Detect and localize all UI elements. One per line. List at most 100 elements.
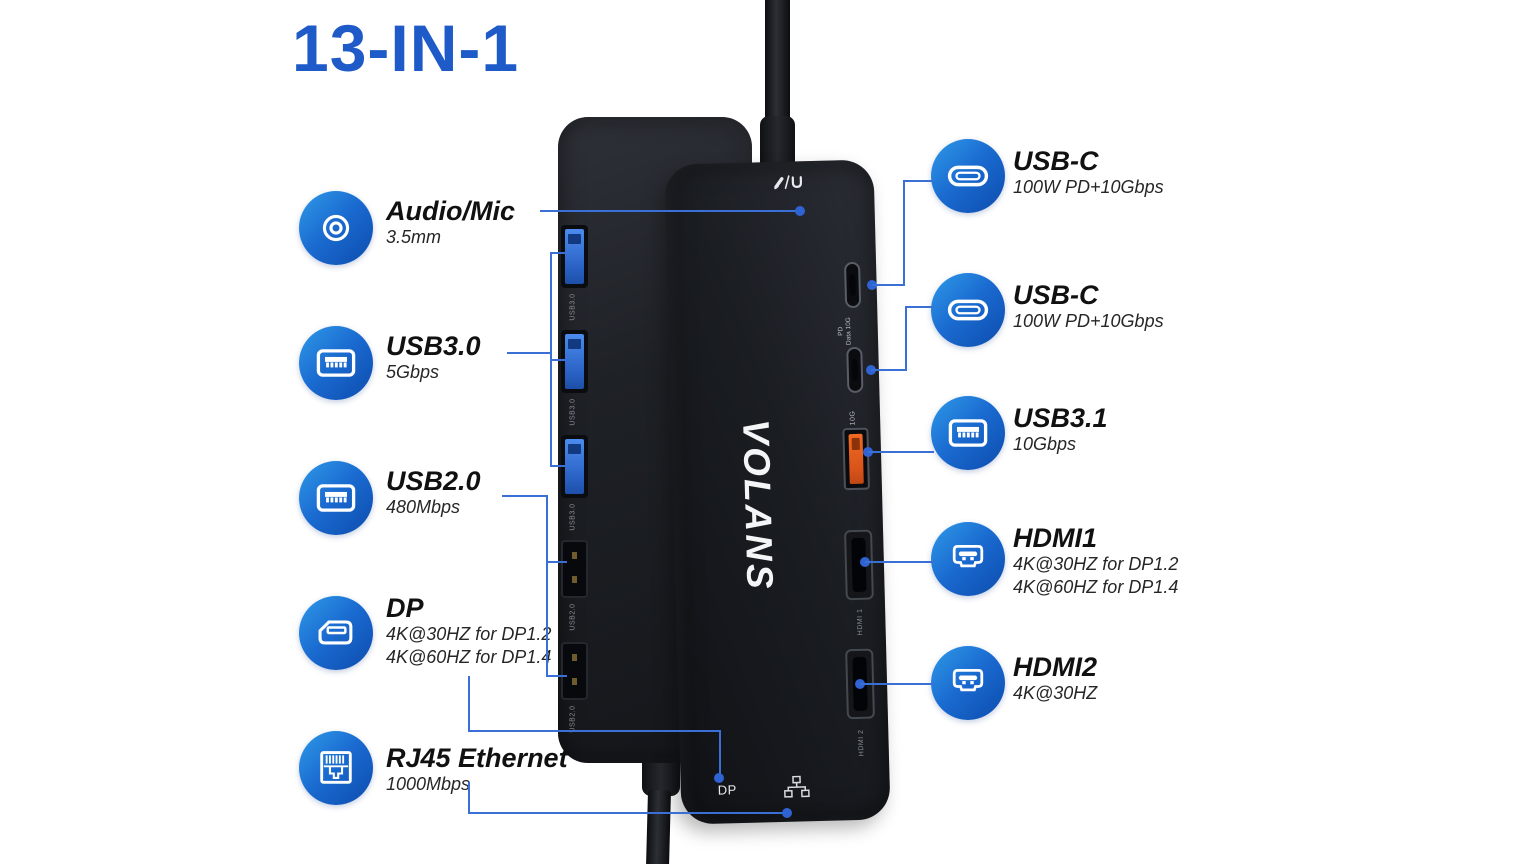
- audio-jack-icon: [322, 214, 350, 242]
- feature-title: USB2.0: [386, 466, 481, 496]
- callout-line-usbc1: [903, 180, 905, 286]
- usb2-port-pin: [572, 576, 577, 583]
- callout-line-hdmi1: [865, 561, 934, 563]
- feature-circle-usb3: [299, 326, 373, 400]
- usb-c-icon: [947, 165, 989, 187]
- usb-a-icon: [316, 349, 356, 377]
- callout-line-usb3: [550, 465, 566, 467]
- callout-line-usbc1: [872, 284, 905, 286]
- callout-line-usb3: [550, 252, 566, 254]
- usbc-port-1: [844, 261, 862, 309]
- feature-title: USB-C: [1013, 146, 1099, 176]
- usb3-port-slot: [568, 339, 581, 349]
- feature-circle-hdmi2: [931, 646, 1005, 720]
- usb2-port-1: [561, 540, 588, 598]
- feature-subtitle: 4K@30HZ: [1013, 683, 1098, 703]
- feature-usb2: USB2.0 480Mbps: [386, 466, 481, 519]
- feature-subtitle: 4K@30HZ for DP1.2: [386, 624, 552, 644]
- feature-subtitle2: 4K@60HZ for DP1.4: [1013, 577, 1179, 597]
- displayport-icon: [318, 620, 353, 645]
- usb2-port-2: [561, 642, 588, 700]
- callout-line-usb2: [546, 495, 548, 677]
- usb2-port-pin: [572, 654, 577, 661]
- callout-line-usbc2: [871, 369, 907, 371]
- feature-circle-audio: [299, 191, 373, 265]
- feature-subtitle: 5Gbps: [386, 362, 440, 382]
- dp-port-label: DP: [717, 782, 738, 798]
- usb-a-icon: [316, 484, 356, 512]
- callout-line-usb2: [546, 561, 567, 563]
- hdmi1-port: [844, 529, 874, 601]
- ethernet-icon: [784, 775, 810, 798]
- callout-line-dp: [468, 676, 470, 732]
- usb31-port: [842, 427, 870, 491]
- feature-circle-usb2: [299, 461, 373, 535]
- callout-dot-audio: [795, 206, 805, 216]
- feature-circle-dp: [299, 596, 373, 670]
- hdmi2-port-label: HDMI 2: [857, 729, 866, 757]
- feature-usb31: USB3.1 10Gbps: [1013, 403, 1108, 456]
- feature-circle-usb31: [931, 396, 1005, 470]
- feature-circle-rj45: [299, 731, 373, 805]
- feature-audio: Audio/Mic 3.5mm: [386, 196, 515, 249]
- feature-subtitle: 1000Mbps: [386, 774, 471, 794]
- callout-line-usb2: [502, 495, 548, 497]
- callout-line-usb31: [868, 451, 934, 453]
- hub-device-front: VOLANS PD Data 10G 10G HDMI 1 HDMI 2 DP: [664, 159, 891, 825]
- callout-line-hdmi2: [860, 683, 934, 685]
- usbc-port-inner: [849, 273, 856, 297]
- hdmi-icon: [952, 544, 984, 568]
- feature-circle-usbc1: [931, 139, 1005, 213]
- callout-line-usbc2: [905, 306, 907, 371]
- feature-title: HDMI2: [1013, 652, 1098, 682]
- feature-title: Audio/Mic: [386, 196, 515, 226]
- usb3-port-label: USB3.0: [569, 398, 577, 426]
- feature-subtitle: 10Gbps: [1013, 434, 1077, 454]
- feature-usbc2: USB-C 100W PD+10Gbps: [1013, 280, 1164, 333]
- pd-data-label: PD Data 10G: [837, 317, 853, 345]
- usbc-port-inner: [851, 358, 859, 382]
- feature-subtitle2: 4K@60HZ for DP1.4: [386, 647, 552, 667]
- host-cable-top: [765, 0, 790, 124]
- hdmi1-port-label: HDMI 1: [856, 608, 865, 636]
- usb2-port-pin: [572, 552, 577, 559]
- usb3-port-label: USB3.0: [569, 293, 577, 321]
- callout-line-usb3: [507, 352, 552, 354]
- usb3-port-slot: [568, 444, 581, 454]
- feature-usbc1: USB-C 100W PD+10Gbps: [1013, 146, 1164, 199]
- callout-line-rj45: [468, 812, 788, 814]
- feature-circle-usbc2: [931, 273, 1005, 347]
- callout-line-usbc1: [903, 180, 934, 182]
- feature-title: USB3.0: [386, 331, 481, 361]
- hdmi-icon: [952, 668, 984, 692]
- feature-dp: DP 4K@30HZ for DP1.2 4K@60HZ for DP1.4: [386, 593, 551, 669]
- brand-logo: VOLANS: [735, 418, 781, 593]
- page-title: 13-IN-1: [292, 11, 520, 85]
- feature-hdmi2: HDMI2 4K@30HZ: [1013, 652, 1097, 705]
- callout-line-usb3: [550, 359, 566, 361]
- feature-subtitle: 100W PD+10Gbps: [1013, 311, 1164, 331]
- feature-subtitle: 4K@30HZ for DP1.2: [1013, 554, 1179, 574]
- usb-c-icon: [947, 299, 989, 321]
- feature-title: HDMI1: [1013, 523, 1098, 553]
- usb3-port-2: [561, 330, 588, 393]
- feature-title: USB-C: [1013, 280, 1099, 310]
- pd-label-line2: Data 10G: [844, 317, 853, 346]
- usb2-port-label: USB2.0: [569, 603, 577, 631]
- callout-dot-rj45: [782, 808, 792, 818]
- feature-circle-hdmi1: [931, 522, 1005, 596]
- feature-title: DP: [386, 593, 424, 623]
- feature-subtitle: 100W PD+10Gbps: [1013, 177, 1164, 197]
- usbc-port-2: [846, 346, 864, 394]
- usb2-port-label: USB2.0: [569, 705, 577, 733]
- rj45-icon: [320, 751, 352, 784]
- usb2-port-pin: [572, 678, 577, 685]
- usb3-port-label: USB3.0: [569, 503, 577, 531]
- usb-a-icon: [948, 419, 988, 447]
- feature-subtitle: 480Mbps: [386, 497, 461, 517]
- callout-line-dp: [468, 730, 721, 732]
- feature-hdmi1: HDMI1 4K@30HZ for DP1.2 4K@60HZ for DP1.…: [1013, 523, 1178, 599]
- feature-title: USB3.1: [1013, 403, 1108, 433]
- callout-line-rj45: [468, 782, 470, 814]
